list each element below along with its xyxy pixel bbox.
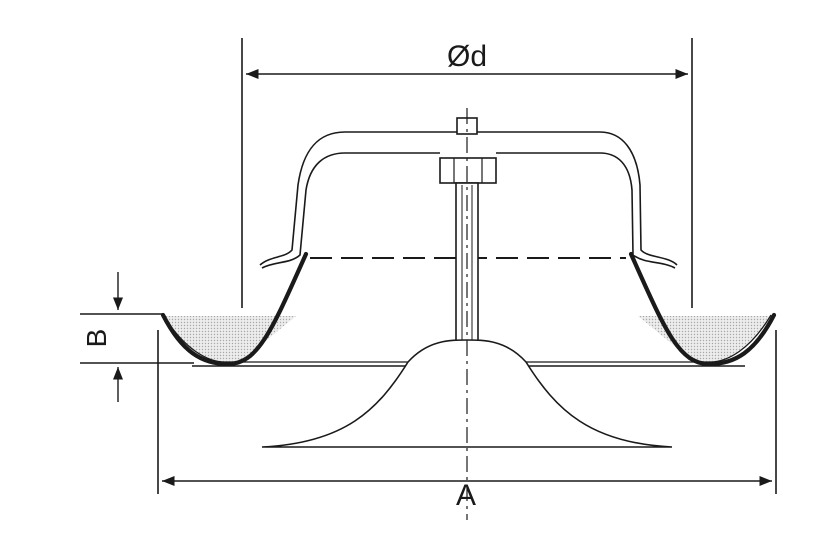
center-bolt	[439, 117, 497, 344]
dimension-height	[80, 272, 194, 402]
dimension-diameter	[241, 38, 693, 308]
hex-nut	[439, 157, 497, 184]
bracket-outer-contour	[259, 131, 678, 266]
height-label: B	[81, 329, 112, 348]
dimension-width	[157, 330, 777, 494]
bracket-inner-contour	[261, 152, 676, 269]
top-bracket	[259, 131, 678, 269]
left-lip-section	[165, 316, 296, 362]
right-lip-section	[638, 316, 769, 362]
diameter-label: Ød	[447, 40, 487, 73]
width-label: A	[456, 479, 476, 512]
diffuser-body	[160, 251, 777, 367]
left-shell	[160, 251, 309, 367]
right-shell	[628, 251, 777, 367]
